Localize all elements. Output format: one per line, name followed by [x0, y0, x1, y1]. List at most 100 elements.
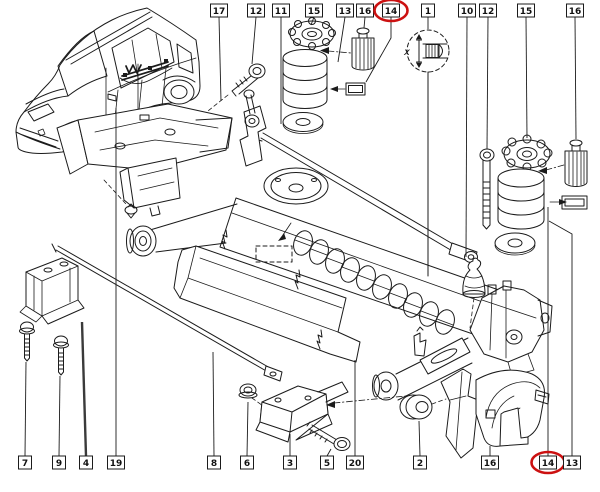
leader-line — [212, 351, 215, 457]
lower-spring-washer-left — [282, 112, 324, 134]
red-highlight-circle — [373, 0, 409, 23]
lower-spring-washer-right — [494, 232, 536, 256]
callout-number: 15 — [308, 7, 321, 17]
callout-box — [240, 455, 254, 470]
callout-box — [52, 455, 66, 470]
callout-10[interactable]: 10 — [458, 3, 476, 258]
callout-number: 9 — [56, 459, 62, 469]
callout-16[interactable]: 16 — [481, 446, 499, 470]
wheel-arch-shield-part — [440, 368, 550, 459]
bolt-9 — [53, 335, 69, 376]
callout-box — [517, 3, 535, 18]
right-spring-assembly — [479, 134, 588, 256]
callout-box — [272, 3, 290, 18]
callout-15[interactable]: 15 — [517, 3, 535, 139]
callout-number: 4 — [83, 459, 89, 469]
leader-line — [363, 16, 366, 29]
callout-6[interactable]: 6 — [240, 401, 254, 470]
callout-number: 11 — [275, 7, 288, 17]
leader-line — [574, 16, 577, 140]
leader-line — [418, 420, 421, 457]
callout-box — [382, 3, 400, 18]
callout-19[interactable]: 19 — [107, 108, 125, 470]
callout-box — [458, 3, 476, 18]
callout-8[interactable]: 8 — [207, 351, 221, 470]
callout-box — [566, 3, 584, 18]
leader-line — [486, 16, 489, 150]
bump-stop-right — [564, 139, 588, 187]
bolt-5 — [306, 421, 351, 451]
leader-line — [465, 16, 468, 258]
callout-1[interactable]: 1 — [421, 3, 435, 29]
callout-number: 19 — [110, 459, 123, 469]
callout-number: 12 — [250, 7, 263, 17]
left-spring-assembly — [207, 17, 375, 134]
upper-heat-shield-part — [56, 103, 233, 219]
callout-2[interactable]: 2 — [413, 420, 427, 470]
bolt-dimension-detail: x — [403, 29, 450, 277]
callout-11[interactable]: 11 — [272, 3, 290, 124]
callout-16[interactable]: 16 — [566, 3, 584, 140]
callout-number: 16 — [484, 459, 497, 469]
callout-12[interactable]: 12 — [247, 3, 265, 65]
callout-number: 14 — [385, 7, 398, 17]
spec-label-tag-right — [549, 195, 588, 210]
callout-box — [563, 455, 581, 470]
leader-line — [218, 16, 222, 102]
callout-number: 15 — [520, 7, 533, 17]
callout-4[interactable]: 4 — [79, 321, 93, 470]
beam-oval-holes — [293, 230, 455, 335]
leader-line — [310, 16, 315, 26]
callout-16[interactable]: 16 — [356, 3, 374, 29]
callout-12[interactable]: 12 — [479, 3, 497, 150]
callout-number: 1 — [425, 7, 431, 17]
callout-number: 17 — [213, 7, 226, 17]
callout-number: 6 — [244, 459, 250, 469]
clamp-bracket-group — [238, 381, 447, 451]
leader-line — [251, 16, 257, 65]
callout-box — [18, 455, 32, 470]
callout-number: 13 — [339, 7, 352, 17]
upper-spring-seat-right — [501, 134, 553, 172]
callout-box — [346, 455, 364, 470]
callout-5[interactable]: 5 — [320, 448, 334, 470]
callout-17[interactable]: 17 — [210, 3, 228, 102]
callout-3[interactable]: 3 — [283, 434, 297, 470]
leader-line — [80, 321, 88, 457]
spec-label-tag-left — [330, 82, 366, 96]
callout-number: 12 — [482, 7, 495, 17]
shock-bolt-top — [207, 63, 266, 112]
upper-spring-seat-left — [288, 17, 336, 50]
callout-number: 7 — [22, 459, 28, 469]
leader-line — [246, 401, 249, 457]
callout-13[interactable]: 13 — [548, 220, 581, 470]
anti-roll-bar-part — [51, 243, 283, 382]
callout-15[interactable]: 15 — [305, 3, 323, 26]
silent-bushing-part — [399, 394, 447, 420]
bolt-7 — [19, 321, 35, 362]
callout-box — [210, 3, 228, 18]
callout-box — [283, 455, 297, 470]
leader-line — [58, 375, 61, 457]
callout-7[interactable]: 7 — [18, 361, 32, 470]
callout-box — [479, 3, 497, 18]
axle-crossbeam-assembly — [126, 89, 553, 401]
callout-number: 14 — [542, 459, 555, 469]
callout-number: 10 — [461, 7, 474, 17]
callout-20[interactable]: 20 — [346, 360, 364, 470]
callout-9[interactable]: 9 — [52, 375, 66, 470]
coil-spring-right — [497, 168, 545, 230]
callout-14-circled[interactable]: 14 — [365, 0, 409, 83]
callout-13[interactable]: 13 — [336, 3, 354, 63]
callout-number: 5 — [324, 459, 330, 469]
callout-box — [320, 455, 334, 470]
callout-box — [336, 3, 354, 18]
callout-number: 20 — [349, 459, 362, 469]
callout-number: 2 — [417, 459, 423, 469]
leader-line — [525, 16, 528, 139]
exhaust-heat-shield-part — [173, 229, 361, 363]
bump-stop-left — [351, 27, 375, 71]
mount-bracket-and-bolts — [19, 257, 85, 376]
